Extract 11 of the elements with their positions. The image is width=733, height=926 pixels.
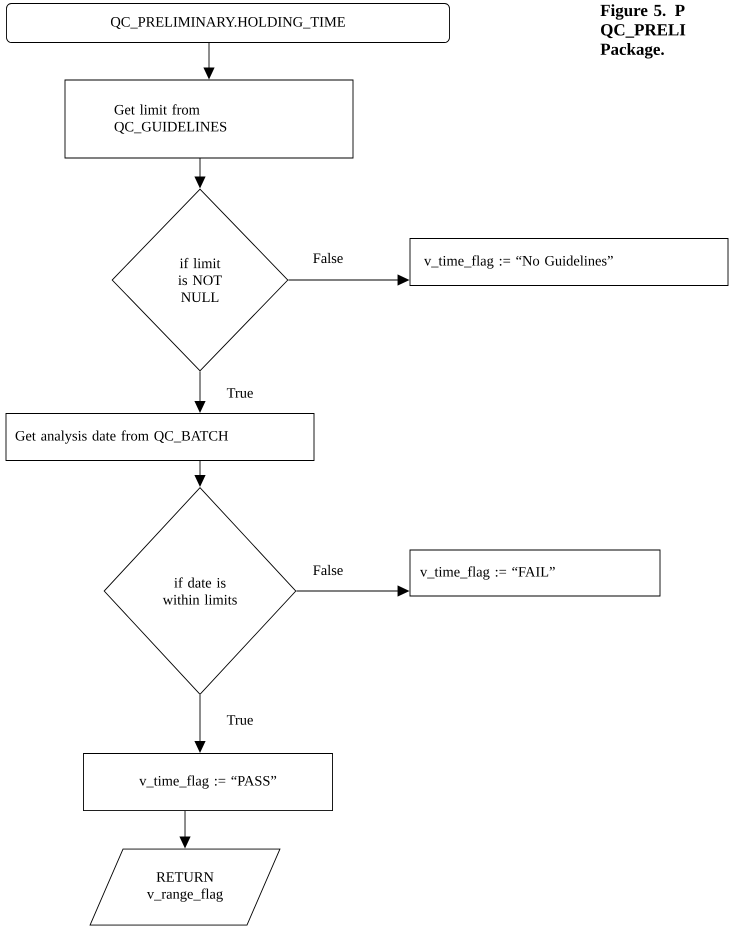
edge-label: True [226,714,254,726]
process-box: v_time_flag := “PASS” [83,753,333,811]
edge-label: False [312,564,344,576]
process-box: Get analysis date from QC_BATCH [6,413,314,461]
process-box: v_time_flag := “No Guidelines” [410,238,728,286]
process-box: Get limit from QC_GUIDELINES [64,80,354,158]
edge-label: False [312,252,344,264]
terminal-box: QC_PRELIMINARY.HOLDING_TIME [6,3,450,43]
figure-title: Figure 5. P QC_PRELI Package. [600,4,686,59]
edge-label: True [226,387,254,399]
process-box: v_time_flag := “FAIL” [410,550,660,596]
